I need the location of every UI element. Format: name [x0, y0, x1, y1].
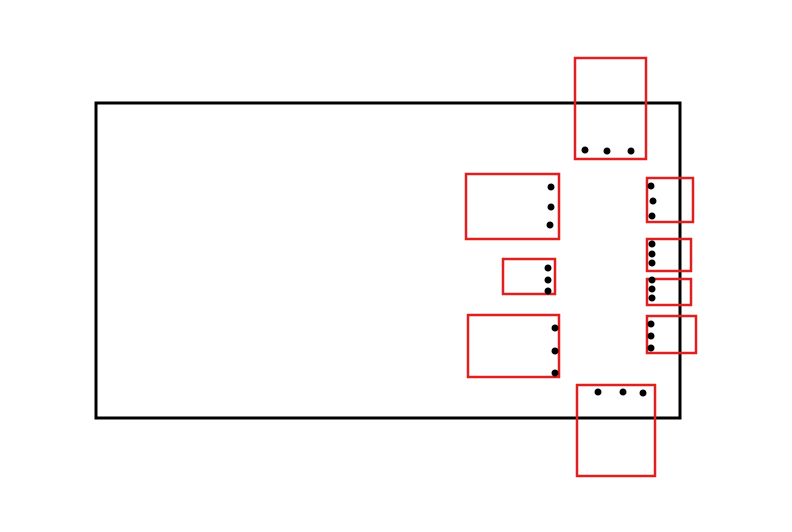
inner-block-small-body	[501, 257, 557, 296]
pin	[551, 369, 559, 377]
pin	[648, 294, 656, 302]
pin	[648, 285, 656, 293]
inner-block-upper	[464, 172, 561, 241]
board-outline	[94, 101, 682, 420]
inner-block-upper-body	[464, 172, 561, 241]
pin	[648, 250, 656, 258]
edge-block-2	[645, 237, 693, 273]
pin	[648, 276, 656, 284]
inner-block-small	[501, 257, 557, 296]
pin	[547, 203, 555, 211]
pin	[619, 388, 627, 396]
edge-block-3	[645, 276, 693, 307]
inner-block-lower	[466, 313, 561, 379]
edge-block-4-body	[645, 314, 698, 355]
pin	[647, 344, 655, 352]
edge-block-1-body	[645, 176, 695, 224]
pin	[544, 287, 552, 295]
pin	[551, 347, 559, 355]
pin	[648, 212, 656, 220]
pin	[647, 320, 655, 328]
top-connector-body	[573, 56, 648, 161]
pin	[551, 324, 559, 332]
pin	[627, 147, 635, 155]
pin	[546, 221, 554, 229]
pin	[639, 389, 647, 397]
edge-block-1	[645, 176, 695, 224]
pin	[647, 182, 655, 190]
pin	[544, 276, 552, 284]
pin	[547, 183, 555, 191]
edge-block-4	[645, 314, 698, 355]
bottom-connector	[575, 383, 657, 478]
edge-block-2-body	[645, 237, 693, 273]
pin	[594, 388, 602, 396]
edge-block-3-body	[645, 277, 693, 307]
pin	[647, 332, 655, 340]
pin	[648, 259, 656, 267]
pin	[649, 197, 657, 205]
pin	[581, 146, 589, 154]
pin	[603, 147, 611, 155]
inner-block-lower-body	[466, 313, 561, 379]
bottom-connector-body	[575, 383, 657, 478]
top-connector	[573, 56, 648, 161]
pin	[648, 240, 656, 248]
pin	[544, 264, 552, 272]
